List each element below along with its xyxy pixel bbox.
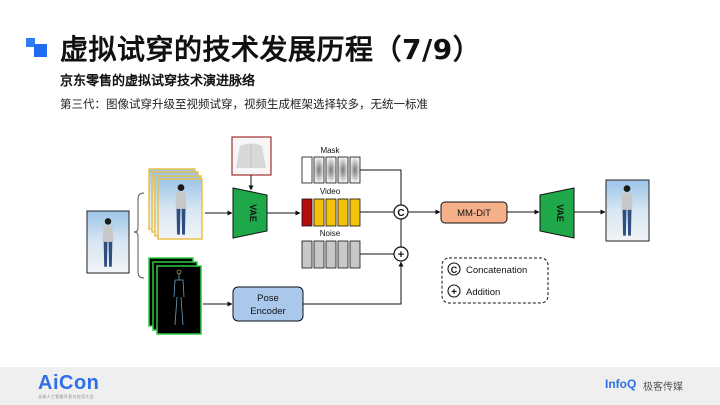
pose-encoder-label-1: Pose (257, 293, 279, 304)
mmdit-block: MM-DiT (440, 201, 508, 224)
vae-encoder-left: VAE (232, 187, 268, 239)
vae-right-label: VAE (555, 204, 565, 222)
brace-connector (133, 192, 145, 279)
pose-encoder-label-2: Encoder (250, 306, 285, 317)
noise-tokens (301, 240, 361, 269)
concat-node: C (393, 204, 409, 220)
legend: C Concatenation + Addition (441, 257, 549, 304)
video-label: Video (320, 187, 341, 196)
video-frames-stack (148, 168, 203, 240)
vae-decoder-right: VAE (539, 187, 575, 239)
aicon-logo: AiCon (38, 372, 100, 394)
brand-square-large (34, 44, 47, 57)
legend-concat-label: Concatenation (466, 265, 527, 276)
legend-add-symbol: + (451, 287, 457, 298)
concat-symbol: C (397, 208, 404, 219)
legend-add-label: Addition (466, 287, 500, 298)
line-mask-to-concat (360, 169, 402, 205)
infoq-logo: InfoQ (605, 377, 637, 391)
garment-image (231, 136, 272, 176)
mmdit-label: MM-DiT (457, 208, 491, 219)
page-description: 第三代：图像试穿升级至视频试穿，视频生成框架选择较多，无统一标准 (60, 97, 428, 111)
infoq-logo-cn: 极客传媒 (643, 382, 683, 393)
page-title: 虚拟试穿的技术发展历程（7/9） (60, 33, 482, 66)
line-pose-to-add (303, 261, 404, 305)
vae-left-label: VAE (248, 204, 258, 222)
pose-frames-stack (148, 257, 202, 335)
footer-bar (0, 367, 720, 405)
video-tokens (301, 198, 361, 227)
add-node: + (393, 246, 409, 262)
mask-label: Mask (320, 146, 340, 155)
noise-label: Noise (320, 229, 341, 238)
legend-concat-symbol: C (451, 265, 458, 275)
source-image (86, 210, 130, 274)
architecture-diagram: VAE Mask Video Noise C (86, 136, 650, 335)
page-subtitle: 京东零售的虚拟试穿技术演进脉络 (60, 74, 256, 89)
add-symbol: + (398, 249, 404, 261)
output-image (605, 179, 650, 242)
brand-square-small (26, 38, 35, 47)
mask-tokens (301, 156, 361, 184)
aicon-logo-subtitle: 全球人工智能开发与应用大会 (38, 394, 94, 399)
pose-encoder-block: Pose Encoder (232, 286, 304, 322)
